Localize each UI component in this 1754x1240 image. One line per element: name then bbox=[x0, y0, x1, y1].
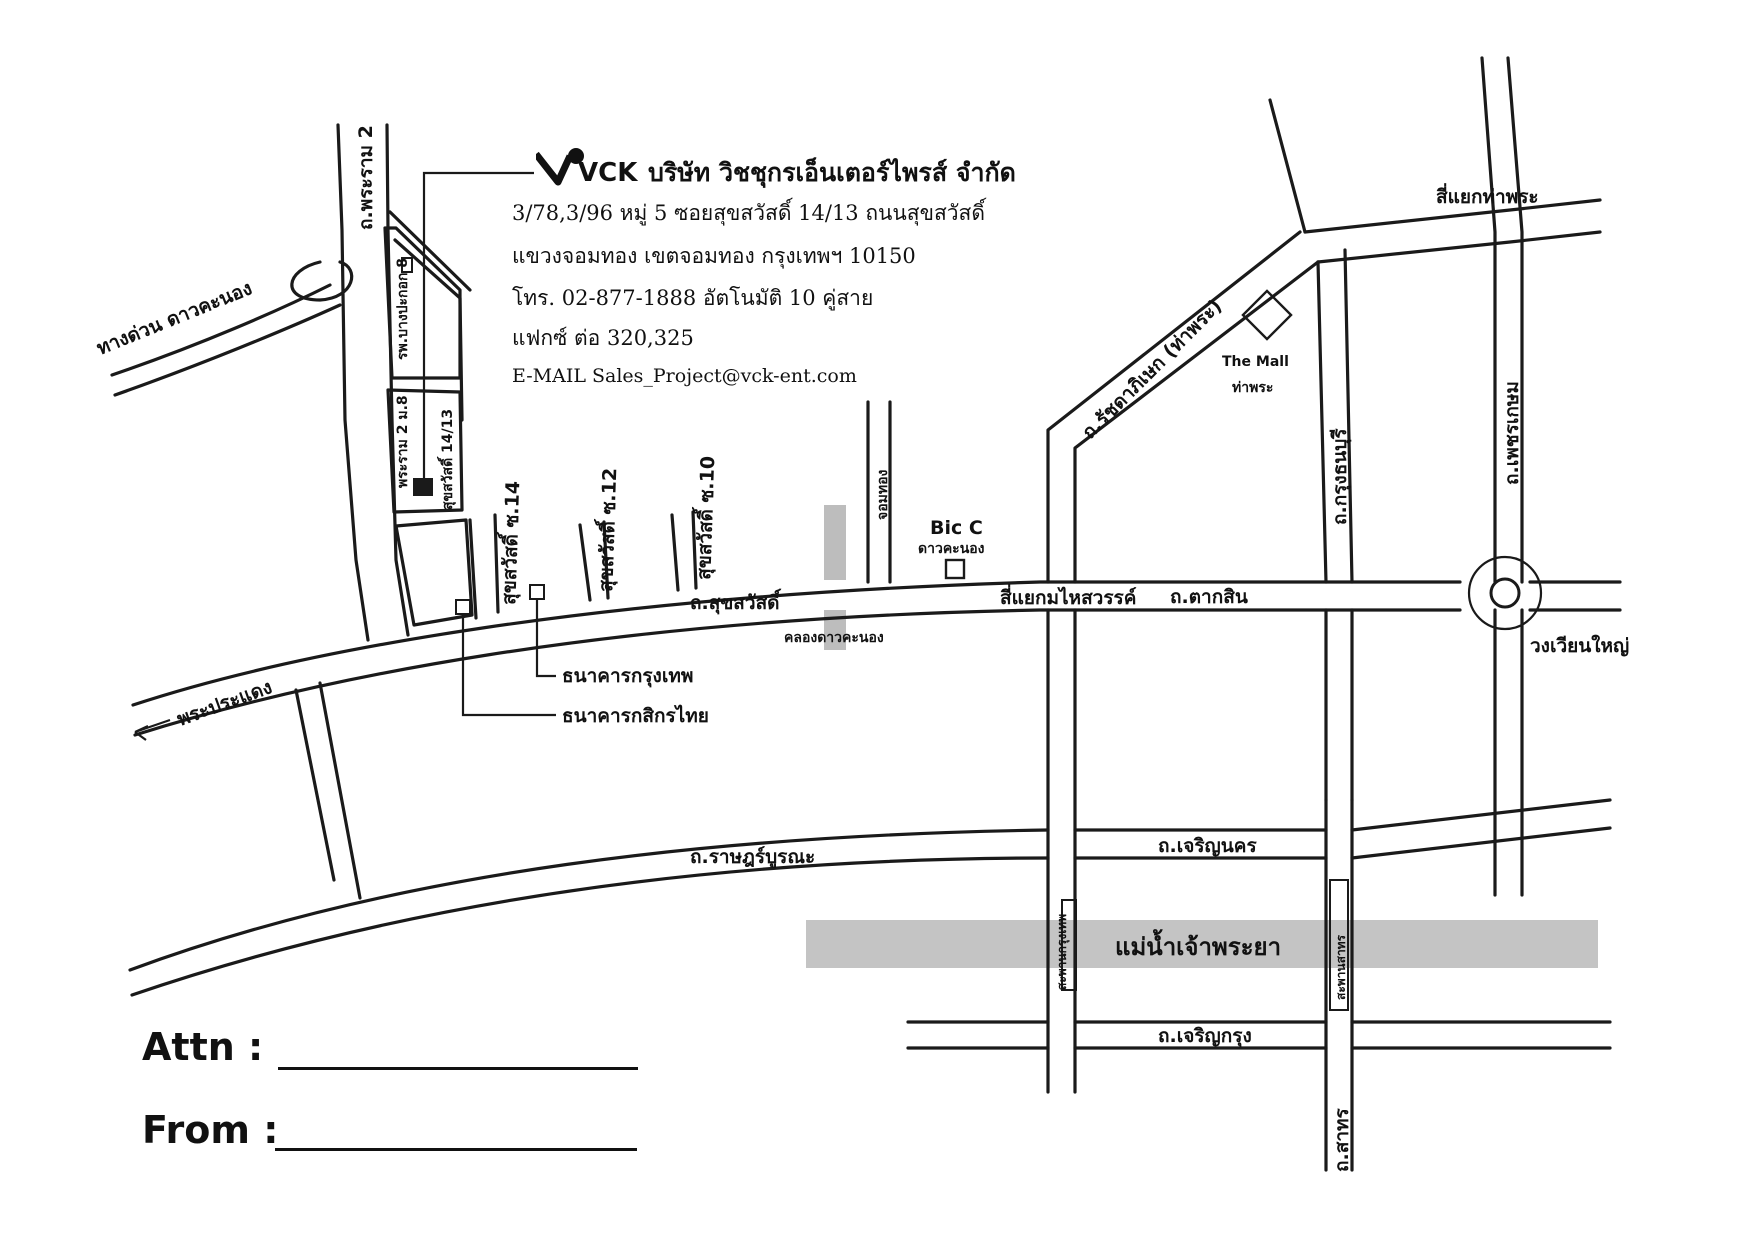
label-expressway: ทางด่วน ดาวคะนอง bbox=[94, 277, 256, 359]
label-rama2-box: พระราม 2 ม.8 bbox=[395, 395, 411, 488]
company-address-line1: 3/78,3/96 หมู่ 5 ซอยสุขสวัสดิ์ 14/13 ถนน… bbox=[512, 201, 986, 225]
label-kasikorn-bank: ธนาคารกสิกรไทย bbox=[562, 704, 709, 727]
phetkasem-road bbox=[1480, 56, 1524, 897]
label-chom-thong: จอมทอง bbox=[875, 470, 891, 520]
ratchadaphisek-road bbox=[1046, 230, 1320, 584]
charoen-krung-road bbox=[906, 1020, 1612, 1050]
company-email: E-MAIL Sales_Project@vck-ent.com bbox=[512, 365, 857, 387]
vck-logo-text: VCK bbox=[578, 158, 638, 186]
label-soi-14-13: สุขสวัสดิ์ 14/13 bbox=[436, 409, 456, 510]
dao-khanong-expressway bbox=[110, 260, 354, 397]
label-charoen-nakhon: ถ.เจริญนคร bbox=[1158, 835, 1257, 857]
company-address-line2: แขวงจอมทอง เขตจอมทอง กรุงเทพฯ 10150 bbox=[512, 244, 916, 268]
label-krung-thonburi: ถ.กรุงธนบุรี bbox=[1329, 428, 1352, 525]
kasikorn-bank-marker bbox=[455, 599, 471, 615]
tha-phra-road bbox=[1268, 98, 1602, 264]
krungthep-bridge bbox=[1061, 899, 1077, 991]
krung-thonburi-road bbox=[1316, 248, 1354, 802]
company-phone: โทร. 02-877-1888 อัตโนมัติ 10 คู่สาย bbox=[512, 286, 874, 310]
label-tha-phra-junction: สี่แยกท่าพระ bbox=[1436, 183, 1539, 208]
block-corner bbox=[394, 518, 474, 627]
label-pra-pradaeng: พระประแดง bbox=[174, 676, 275, 731]
label-soi12: สุขสวัสดิ์ ซ.12 bbox=[591, 467, 622, 592]
sathorn-bridge bbox=[1329, 879, 1349, 1011]
label-bangkok-branch: รพ.บางปะกอก 8 bbox=[395, 258, 411, 360]
attn-label: Attn : bbox=[142, 1025, 264, 1069]
rama2-connector bbox=[388, 210, 472, 292]
kasikorn-bank-leader bbox=[461, 614, 556, 717]
label-soi14: สุขสวัสดิ์ ซ.14 bbox=[494, 480, 525, 605]
from-line[interactable] bbox=[275, 1148, 637, 1151]
chom-thong-road bbox=[866, 400, 892, 584]
sathorn-road bbox=[1324, 798, 1354, 1172]
ratchadaphisek-south bbox=[1046, 608, 1077, 1094]
label-ratchadaphisek: ถ.รัชดาภิเษก (ท่าพระ) bbox=[1078, 295, 1226, 443]
label-ratburana: ถ.ราษฎร์บูรณะ bbox=[690, 846, 815, 869]
label-the-mall-sub: ท่าพระ bbox=[1232, 380, 1273, 396]
bangkok-bank-leader bbox=[535, 599, 556, 678]
ratburana-road bbox=[128, 798, 1612, 997]
bangkok-bank-marker bbox=[529, 584, 545, 600]
label-charoen-krung: ถ.เจริญกรุง bbox=[1158, 1025, 1252, 1048]
chao-phraya-river bbox=[806, 920, 1598, 968]
pra-pradaeng-road bbox=[294, 681, 362, 900]
suksawat-road bbox=[131, 580, 1622, 737]
block-bangpakok bbox=[383, 226, 462, 380]
label-mahaisawan: สี่แยกมไหสวรรค์ bbox=[1000, 584, 1136, 609]
label-the-mall: The Mall bbox=[1222, 354, 1289, 370]
vck-logo: VCK bbox=[536, 148, 638, 186]
big-c-marker bbox=[944, 558, 966, 580]
dao-khanong-canal-north bbox=[824, 505, 846, 580]
label-big-c-sub: ดาวคะนอง bbox=[918, 541, 985, 557]
company-leader-line bbox=[422, 171, 534, 478]
rama2-road bbox=[336, 123, 410, 642]
label-sathorn-bridge: สะพานสาทร bbox=[1334, 934, 1348, 1000]
company-name: บริษัท วิชชุกรเอ็นเตอร์ไพรส์ จำกัด bbox=[648, 158, 1016, 187]
the-mall-marker bbox=[1241, 289, 1293, 341]
label-taksin-rd: ถ.ตากสิน bbox=[1170, 586, 1248, 608]
from-label: From : bbox=[142, 1108, 279, 1152]
attn-line[interactable] bbox=[278, 1067, 638, 1070]
label-canal: คลองดาวคะนอง bbox=[784, 630, 884, 646]
wongwian-yai-circle bbox=[1489, 577, 1521, 609]
label-phetkasem: ถ.เพชรเกษม bbox=[1501, 381, 1523, 485]
label-river: แม่น้ำเจ้าพระยา bbox=[1115, 928, 1281, 961]
hospital-marker bbox=[401, 257, 413, 273]
label-wongwian-yai: วงเวียนใหญ่ bbox=[1530, 634, 1629, 657]
wongwian-yai-ring bbox=[1467, 555, 1543, 631]
label-rama2-rd: ถ.พระราม 2 bbox=[355, 125, 377, 230]
block-soi-14-13 bbox=[386, 388, 464, 514]
dao-khanong-canal-south bbox=[824, 610, 846, 650]
label-suksawat-rd: ถ.สุขสวัสดิ์ bbox=[690, 588, 782, 615]
pra-pradaeng-arrow bbox=[134, 718, 171, 741]
company-location-marker bbox=[413, 478, 433, 496]
label-big-c: Bic C bbox=[930, 517, 983, 539]
company-fax: แฟกซ์ ต่อ 320,325 bbox=[512, 326, 694, 350]
label-sathorn-rd: ถ.สาทร bbox=[1331, 1107, 1353, 1172]
label-bangkok-bank: ธนาคารกรุงเทพ bbox=[562, 665, 693, 688]
sois bbox=[468, 510, 698, 620]
label-krungthep-bridge: สะพานกรุงเทพ bbox=[1055, 914, 1070, 990]
